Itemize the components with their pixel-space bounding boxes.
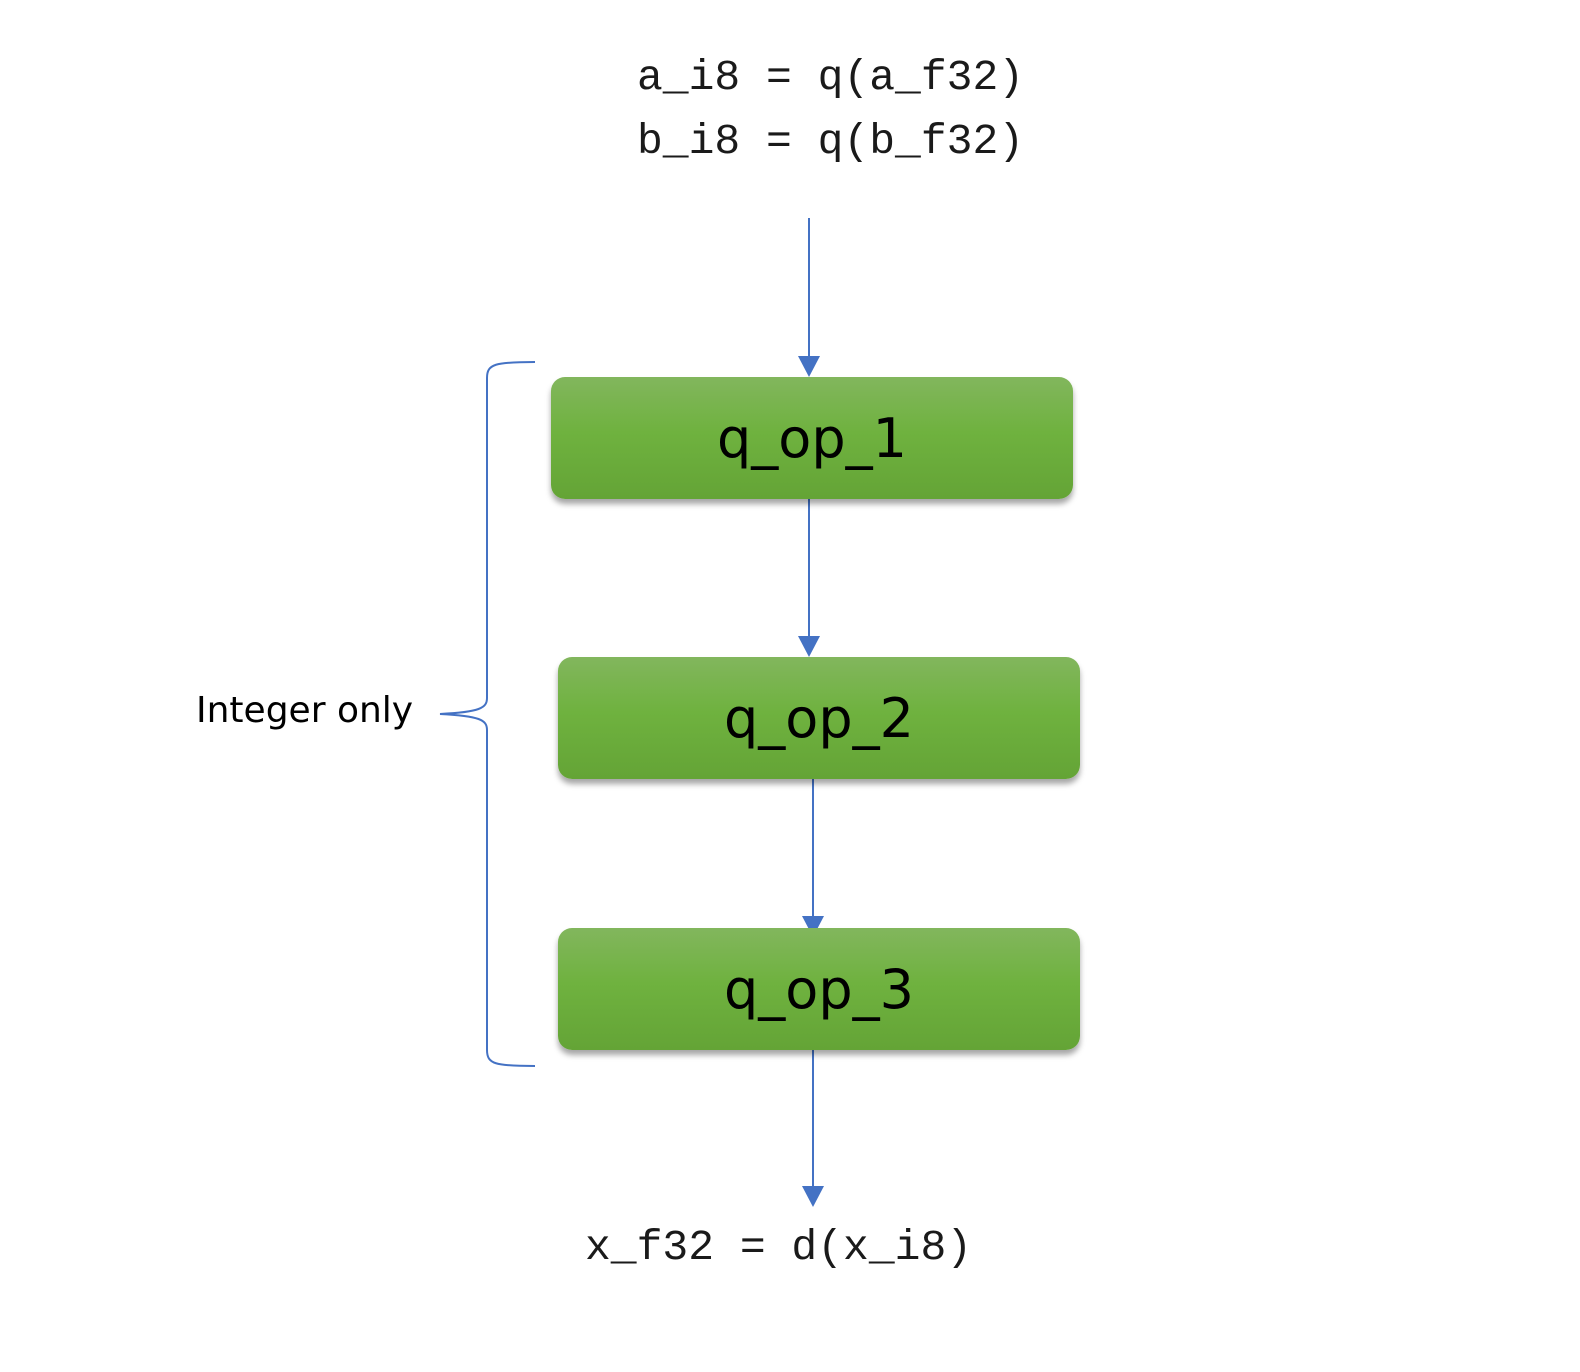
arrowhead-op2: [798, 636, 820, 657]
op-label-3: q_op_3: [724, 957, 914, 1021]
output-line: x_f32 = d(x_i8): [585, 1223, 973, 1272]
op-label-2: q_op_2: [724, 686, 914, 750]
arrowhead-output: [802, 1186, 824, 1207]
arrowhead-op3: [802, 916, 824, 937]
op-box-2: q_op_2: [558, 657, 1080, 779]
op-box-1: q_op_1: [551, 377, 1073, 499]
op-box-3: q_op_3: [558, 928, 1080, 1050]
input-line-b: b_i8 = q(b_f32): [637, 117, 1025, 166]
input-line-a: a_i8 = q(a_f32): [637, 53, 1025, 102]
brace-label: Integer only: [196, 690, 414, 731]
brace-shape: [439, 361, 536, 1067]
arrowhead-op1: [798, 356, 820, 377]
op-label-1: q_op_1: [717, 406, 907, 470]
